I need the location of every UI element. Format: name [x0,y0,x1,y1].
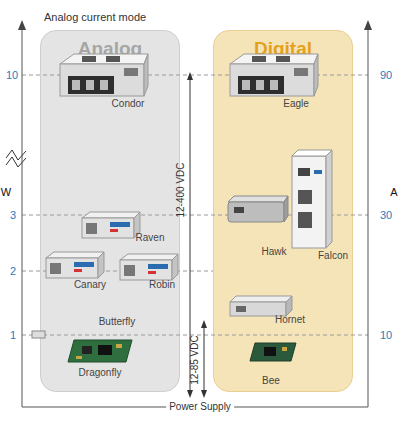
product-band: Analog [40,30,180,392]
drive-picture [230,296,292,316]
drive-picture [60,54,148,96]
drive-picture [120,254,178,280]
axis-value: 1 [10,330,16,341]
grid-line [22,215,368,216]
drive-picture [32,331,45,338]
product-band: Digital [213,30,353,392]
right-axis [368,26,369,407]
axis-break [6,150,26,167]
product-name: W [1,187,11,198]
axis-value: 10 [380,330,392,341]
axes [22,26,368,407]
drive-picture [82,212,140,238]
band-heading: Digital [214,31,352,60]
bottom-axis [22,407,368,408]
grid-line [22,271,213,272]
voltage-range-arrow [187,72,193,398]
product-name: A [390,187,397,198]
drive-picture [292,150,332,248]
band-heading: Analog [41,31,179,60]
board-picture [68,340,132,362]
grid-lines [22,75,368,335]
break-zigzag [6,150,26,160]
diagram-title: Analog current mode [44,11,146,23]
arrowhead [187,390,193,398]
axis-title: Power Supply [166,402,234,412]
axis-value: 3 [10,210,16,221]
range-line [204,326,205,392]
axis-arrowhead [18,20,26,30]
left-axis [22,26,23,407]
axis-value: 10 [6,70,18,81]
voltage-label: 12-85 VDC [190,335,200,384]
board-picture [250,343,296,361]
arrowhead [201,320,207,328]
drive-picture [230,54,318,96]
arrowhead [187,72,193,80]
axis-value: 2 [10,266,16,277]
axis-value: 90 [380,70,392,81]
break-zigzag [6,157,26,167]
arrowhead [201,390,207,398]
grid-line [22,75,368,76]
drive-picture [228,196,288,222]
range-line [190,78,191,392]
voltage-range-arrow [201,320,207,398]
axis-value: 30 [380,210,392,221]
grid-line [22,335,368,336]
axis-arrowhead [364,20,372,30]
drive-picture [46,252,104,278]
